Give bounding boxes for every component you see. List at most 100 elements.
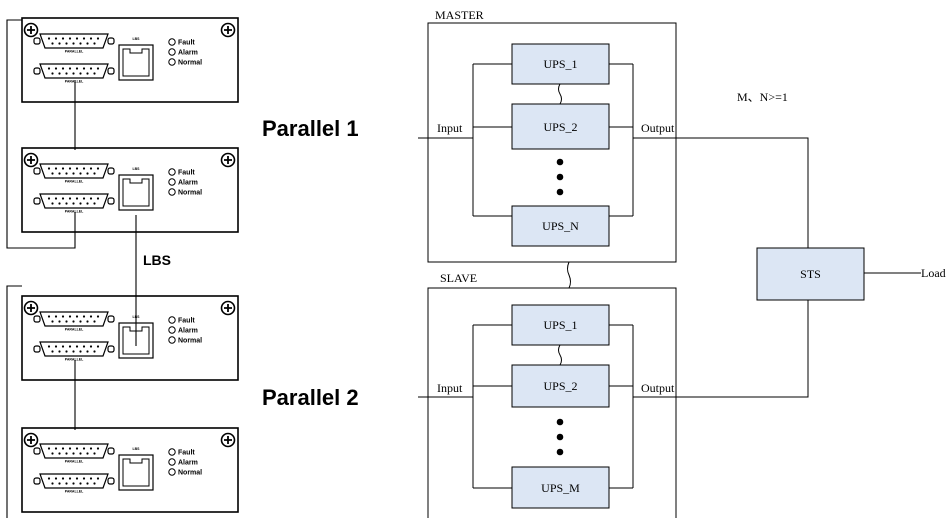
master-dashed: [472, 142, 634, 206]
led-label: Alarm: [178, 328, 198, 335]
mn-note: M、N>=1: [737, 90, 788, 104]
slave-output-bus: [609, 324, 634, 489]
parallel-cable-1: [6, 19, 76, 249]
master-input-label: Input: [437, 121, 463, 135]
master-frame: [427, 22, 677, 263]
master-output-line: [633, 137, 809, 248]
lbs-port-label: LBS: [133, 37, 141, 41]
status-led-icon: [168, 58, 176, 66]
master-ups-2-label: UPS_2: [543, 120, 577, 134]
slave-ups-m-label: UPS_M: [541, 481, 580, 495]
screw-icon: [220, 300, 236, 316]
slave-output-label: Output: [641, 381, 675, 395]
ellipsis-dot: [556, 173, 564, 181]
slave-ups-1-label: UPS_1: [543, 318, 577, 332]
screw-icon: [220, 152, 236, 168]
status-led-icon: [168, 326, 176, 334]
master-link-1: [558, 83, 562, 105]
connector-label: PARALLEL: [65, 180, 84, 184]
parallel-1-label: Parallel 1: [262, 116, 359, 141]
master-ups-n-label: UPS_N: [542, 219, 579, 233]
slave-group: SLAVE Input Output UPS_1 UPS_2 UPS_M: [418, 271, 809, 518]
screw-icon: [23, 300, 39, 316]
ellipsis-dot: [556, 188, 564, 196]
connector-label: PARALLEL: [65, 80, 84, 84]
led-label: Fault: [178, 40, 195, 47]
screw-icon: [23, 22, 39, 38]
master-output-label: Output: [641, 121, 675, 135]
connector-label: PARALLEL: [65, 210, 84, 214]
status-led-icon: [168, 458, 176, 466]
screw-icon: [23, 152, 39, 168]
led-label: Normal: [178, 338, 202, 345]
slave-title: SLAVE: [440, 271, 477, 285]
parallel-cards: PARALLELPARALLELLBSFaultAlarmNormalPARAL…: [21, 17, 239, 513]
card-wiring: [6, 19, 137, 518]
lbs-port: [118, 174, 154, 211]
master-ups-2: [511, 103, 610, 150]
status-led-icon: [168, 316, 176, 324]
parallel-2-label: Parallel 2: [262, 385, 359, 410]
lbs-port: [118, 44, 154, 81]
status-led-icon: [168, 168, 176, 176]
lbs-port-label: LBS: [133, 447, 141, 451]
slave-link-1: [558, 344, 562, 366]
led-label: Alarm: [178, 50, 198, 57]
status-led-icon: [168, 48, 176, 56]
status-led-icon: [168, 188, 176, 196]
ellipsis-dot: [556, 418, 564, 426]
led-label: Normal: [178, 190, 202, 197]
parallel-connector: PARALLEL: [33, 443, 115, 464]
lbs-port: [118, 454, 154, 491]
master-output-bus: [609, 63, 634, 217]
connector-label: PARALLEL: [65, 490, 84, 494]
ellipsis-dot: [556, 433, 564, 441]
status-led-icon: [168, 178, 176, 186]
parallel-connector: PARALLEL: [33, 63, 115, 84]
lbs-label: LBS: [143, 252, 171, 268]
master-ups-1: [511, 43, 610, 85]
sts-label: STS: [800, 267, 821, 281]
led-label: Alarm: [178, 460, 198, 467]
master-group: MASTER Input Output UPS_1 UPS_2 UPS_N: [418, 8, 809, 263]
status-led-icon: [168, 468, 176, 476]
ellipsis-dot: [556, 158, 564, 166]
connector-label: PARALLEL: [65, 460, 84, 464]
ellipsis-dot: [556, 448, 564, 456]
master-ups-1-label: UPS_1: [543, 57, 577, 71]
slave-input-label: Input: [437, 381, 463, 395]
led-label: Fault: [178, 450, 195, 457]
status-led-icon: [168, 448, 176, 456]
parallel-connector: PARALLEL: [33, 193, 115, 214]
parallel-connector: PARALLEL: [33, 33, 115, 54]
slave-frame: [427, 287, 677, 518]
led-label: Normal: [178, 470, 202, 477]
slave-dashed: [472, 405, 634, 478]
connector-label: PARALLEL: [65, 50, 84, 54]
master-title: MASTER: [435, 8, 484, 22]
slave-output-line: [633, 300, 809, 398]
parallel-cable-3: [6, 285, 22, 518]
led-label: Normal: [178, 60, 202, 67]
led-label: Alarm: [178, 180, 198, 187]
sts-box: [756, 247, 865, 301]
screw-icon: [220, 22, 236, 38]
slave-ups-2-label: UPS_2: [543, 379, 577, 393]
load-label: Load: [921, 266, 946, 280]
parallel-connector: PARALLEL: [33, 341, 115, 362]
connector-label: PARALLEL: [65, 328, 84, 332]
master-slave-link: [567, 261, 571, 289]
slave-input-bus: [472, 324, 512, 489]
slave-ups-m: [511, 466, 610, 509]
connector-label: PARALLEL: [65, 358, 84, 362]
led-label: Fault: [178, 170, 195, 177]
parallel-connector: PARALLEL: [33, 311, 115, 332]
slave-ups-1: [511, 304, 610, 346]
led-label: Fault: [178, 318, 195, 325]
slave-ups-2: [511, 364, 610, 408]
screw-icon: [23, 432, 39, 448]
